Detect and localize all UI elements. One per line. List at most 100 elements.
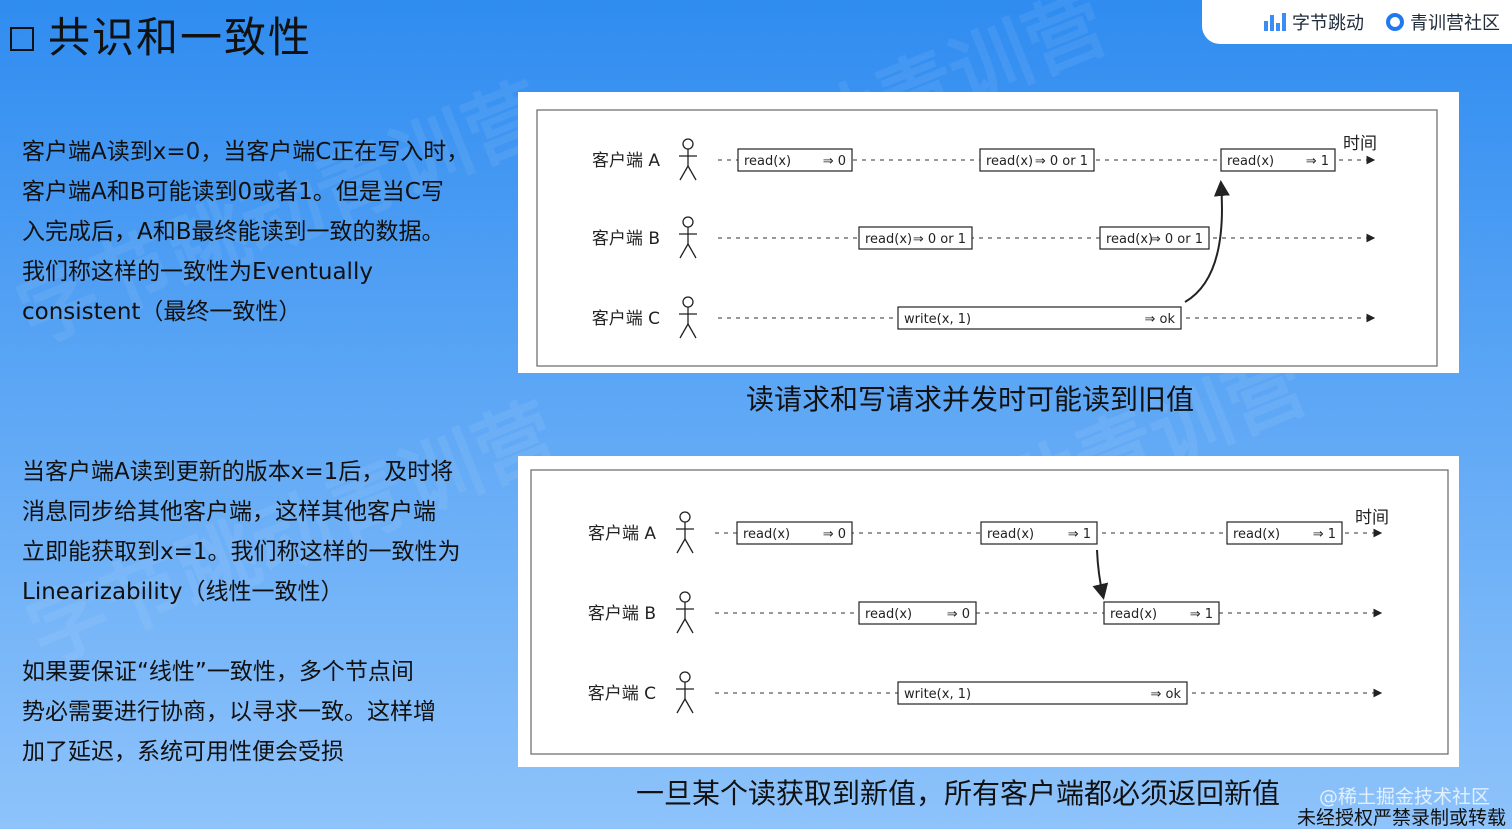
text-line: 消息同步给其他客户端，这样其他客户端 [22, 499, 436, 525]
figure-head [682, 216, 694, 228]
brand-header: 字节跳动 青训营社区 [1202, 0, 1512, 44]
operation-box [980, 521, 1098, 545]
operation-box [1099, 226, 1210, 250]
operation-result: ⇒ 0 [823, 154, 846, 169]
operation-label: read(x) [743, 527, 790, 542]
text-line: consistent（最终一致性） [22, 299, 302, 325]
page-title: 共识和一致性 [48, 13, 313, 62]
text-line: 势必需要进行协商，以寻求一致。这样增 [22, 699, 436, 725]
client-label: 客户端 A [588, 524, 656, 544]
operation-label: read(x) [987, 527, 1034, 542]
stick-figure-icon [676, 671, 694, 714]
linearizability-diagram: 时间客户端 A 客户端 B 客户端 C read(x) ⇒ 0 read(x) ⇒ 1 rea… [518, 456, 1459, 767]
operation-result: ⇒ 0 or 1 [1150, 232, 1203, 247]
operation-label: read(x) [1106, 232, 1153, 247]
bytedance-label: 字节跳动 [1292, 13, 1364, 34]
operation-label: read(x) [865, 607, 912, 622]
text-line: 加了延迟，系统可用性便会受损 [22, 739, 344, 765]
figure-leg [679, 323, 689, 339]
linearizability-cost-text: 如果要保证“线性”一致性，多个节点间 势必需要进行协商，以寻求一致。这样增 加了… [22, 652, 436, 772]
text-line: 当客户端A读到更新的版本x=1后，及时将 [22, 459, 454, 485]
operation-box [1226, 521, 1343, 545]
operation-label: read(x) [1233, 527, 1280, 542]
operation-result: ⇒ ok [1150, 687, 1181, 702]
operation-label: write(x, 1) [904, 687, 971, 702]
stick-figure-icon [676, 511, 694, 554]
diagram1-caption: 读请求和写请求并发时可能读到旧值 [746, 383, 1195, 416]
operation-box [897, 306, 1182, 330]
stick-figure-icon [679, 296, 697, 339]
figure-leg [676, 618, 686, 634]
figure-leg [679, 243, 689, 259]
figure-leg [684, 538, 694, 554]
client-label: 客户端 C [588, 684, 656, 704]
operation-label: read(x) [986, 154, 1033, 169]
operation-box [858, 226, 973, 250]
figure-leg [676, 698, 686, 714]
operation-box [1103, 601, 1220, 625]
text-line: 客户端A和B可能读到0或者1。但是当C写 [22, 179, 444, 205]
operation-box [897, 681, 1188, 705]
operation-result: ⇒ ok [1144, 312, 1175, 327]
operation-result: ⇒ 1 [1190, 607, 1213, 622]
text-line: 入完成后，A和B最终能读到一致的数据。 [22, 219, 445, 245]
stick-figure-icon [679, 216, 697, 259]
operation-label: read(x) [1110, 607, 1157, 622]
text-line: 客户端A读到x=0，当客户端C正在写入时， [22, 139, 470, 165]
operation-result: ⇒ 1 [1313, 527, 1336, 542]
text-line: Linearizability（线性一致性） [22, 579, 344, 605]
youthcamp-brand: 青训营社区 [1386, 9, 1500, 35]
linearizability-text: 当客户端A读到更新的版本x=1后，及时将 消息同步给其他客户端，这样其他客户端 … [22, 452, 461, 612]
diagram-frame [530, 469, 1449, 755]
client-label: 客户端 B [592, 229, 660, 249]
title-bullet-box [10, 26, 34, 51]
operation-label: read(x) [865, 232, 912, 247]
time-label: 时间 [1343, 134, 1377, 153]
copyright-notice: 未经授权严禁录制或转载 [1296, 807, 1506, 829]
operation-result: ⇒ 0 or 1 [913, 232, 966, 247]
operation-box [1220, 148, 1336, 172]
causality-arrow [1184, 180, 1230, 303]
operation-label: write(x, 1) [904, 312, 971, 327]
operation-label: read(x) [1227, 154, 1274, 169]
figure-leg [687, 323, 697, 339]
operation-box [858, 601, 977, 625]
figure-head [679, 591, 691, 603]
figure-head [682, 296, 694, 308]
operation-box [736, 521, 853, 545]
client-label: 客户端 C [592, 309, 660, 329]
time-label: 时间 [1355, 508, 1389, 527]
text-line: 我们称这样的一致性为Eventually [22, 259, 373, 285]
figure-leg [684, 698, 694, 714]
youthcamp-logo-icon [1386, 13, 1404, 31]
client-label: 客户端 B [588, 604, 656, 624]
eventual-consistency-text: 客户端A读到x=0，当客户端C正在写入时， 客户端A和B可能读到0或者1。但是当… [22, 132, 469, 332]
figure-head [682, 138, 694, 150]
operation-result: ⇒ 0 [823, 527, 846, 542]
bytedance-logo-icon [1264, 13, 1286, 31]
operation-box [979, 148, 1095, 172]
text-line: 如果要保证“线性”一致性，多个节点间 [22, 659, 414, 685]
figure-leg [684, 618, 694, 634]
figure-head [679, 671, 691, 683]
youthcamp-label: 青训营社区 [1410, 13, 1500, 34]
figure-leg [676, 538, 686, 554]
figure-leg [687, 165, 697, 181]
slide-title: 共识和一致性 [10, 4, 312, 65]
diagram2-caption: 一旦某个读获取到新值，所有客户端都必须返回新值 [636, 777, 1281, 810]
stick-figure-icon [679, 138, 697, 181]
bytedance-brand: 字节跳动 [1264, 9, 1364, 35]
figure-leg [687, 243, 697, 259]
operation-result: ⇒ 0 or 1 [1035, 154, 1088, 169]
operation-result: ⇒ 1 [1306, 154, 1329, 169]
operation-label: read(x) [744, 154, 791, 169]
causality-arrow [1092, 549, 1109, 600]
diagram-frame [536, 109, 1438, 367]
community-watermark: @稀土掘金技术社区 [1318, 786, 1490, 808]
operation-result: ⇒ 1 [1068, 527, 1091, 542]
figure-head [679, 511, 691, 523]
stick-figure-icon [676, 591, 694, 634]
